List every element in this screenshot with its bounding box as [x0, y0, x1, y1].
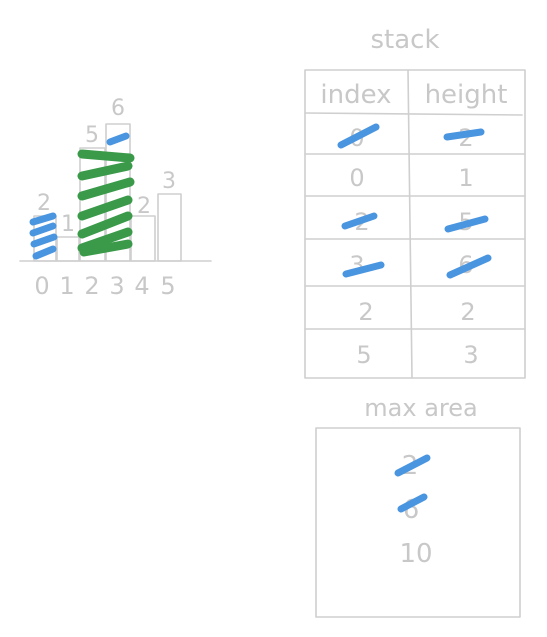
index-label: 2	[84, 272, 99, 300]
bar-height-label: 1	[61, 212, 75, 237]
stack-cell-index: 5	[356, 341, 371, 369]
blue-hatch-bar-0	[29, 212, 58, 260]
stack-cell-height: 3	[463, 341, 478, 369]
bar-height-label: 2	[137, 194, 151, 219]
superseded-value-strikes	[394, 454, 431, 513]
bar-height-label: 6	[111, 96, 125, 121]
stack-section: stack index height 0 2 0 1 2 5 3 6 2 2 5…	[304, 25, 526, 379]
stack-cell-height: 1	[458, 164, 473, 192]
bar-4	[130, 215, 156, 262]
stack-row-divider	[304, 112, 523, 116]
max-area-box	[315, 427, 521, 618]
index-label: 1	[59, 272, 74, 300]
stack-cell-index: 0	[349, 164, 364, 192]
bar-height-label: 3	[162, 169, 176, 194]
stack-table	[304, 69, 526, 379]
stack-cell-height: 2	[460, 298, 475, 326]
stack-cell-index: 2	[358, 298, 373, 326]
stack-header-index: index	[320, 80, 391, 110]
bar-height-label: 2	[37, 191, 51, 216]
index-label: 3	[109, 272, 124, 300]
max-area-section: max area 2 6 10	[315, 394, 521, 618]
stack-column-divider	[407, 69, 413, 379]
max-area-title: max area	[364, 394, 477, 422]
histogram: 2 1 5 6 2 3 0 1 2 3 4 5	[19, 96, 212, 300]
stack-header-height: height	[425, 80, 508, 110]
bar-5	[157, 193, 182, 262]
popped-entry-strikes	[337, 123, 492, 279]
blue-mark-bar-3	[106, 132, 130, 146]
index-label: 5	[160, 272, 175, 300]
stack-title: stack	[370, 25, 439, 55]
green-hatch-bars-2-3	[77, 149, 135, 257]
index-label: 4	[134, 272, 149, 300]
bar-height-label: 5	[85, 123, 99, 148]
bar-1	[56, 236, 80, 262]
max-area-value: 10	[399, 539, 432, 569]
index-label: 0	[34, 272, 49, 300]
